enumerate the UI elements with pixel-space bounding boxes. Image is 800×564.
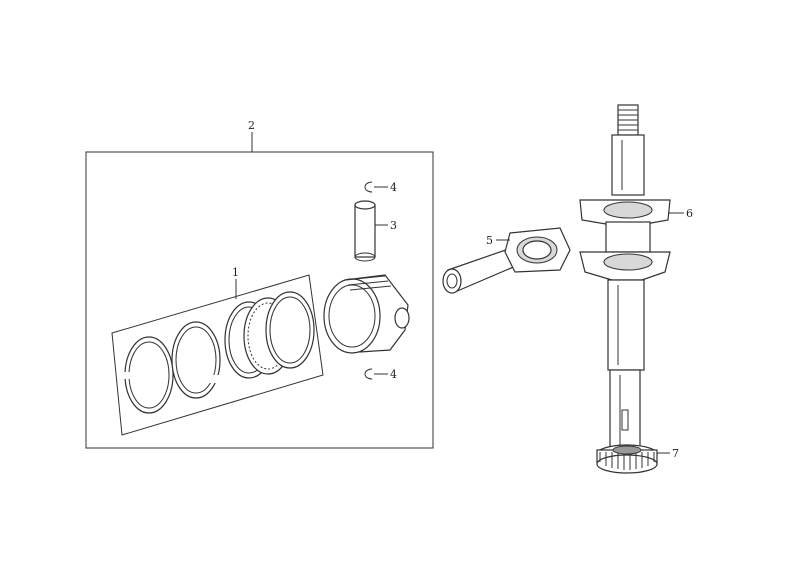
piston-assembly-group: 2 [85, 119, 434, 449]
piston-pin: 3 [354, 200, 397, 262]
callout-4-bottom: 4 [390, 368, 397, 381]
callout-7: 7 [672, 447, 679, 460]
oil-ring-rail-2 [265, 291, 315, 369]
callout-4-top: 4 [390, 181, 397, 194]
circlip-bottom: 4 [364, 368, 397, 381]
callout-3: 3 [390, 219, 397, 232]
piston [323, 274, 410, 354]
compression-ring-2 [171, 321, 221, 399]
callout-2: 2 [248, 119, 255, 132]
crankshaft: 6 [579, 104, 693, 451]
callout-6: 6 [686, 207, 693, 220]
piston-ring-set: 1 [111, 266, 324, 436]
callout-1: 1 [232, 266, 239, 279]
circlip-top: 4 [364, 181, 397, 194]
timing-gear: 7 [596, 444, 679, 474]
callout-5: 5 [486, 234, 493, 247]
connecting-rod: 5 [442, 227, 571, 294]
